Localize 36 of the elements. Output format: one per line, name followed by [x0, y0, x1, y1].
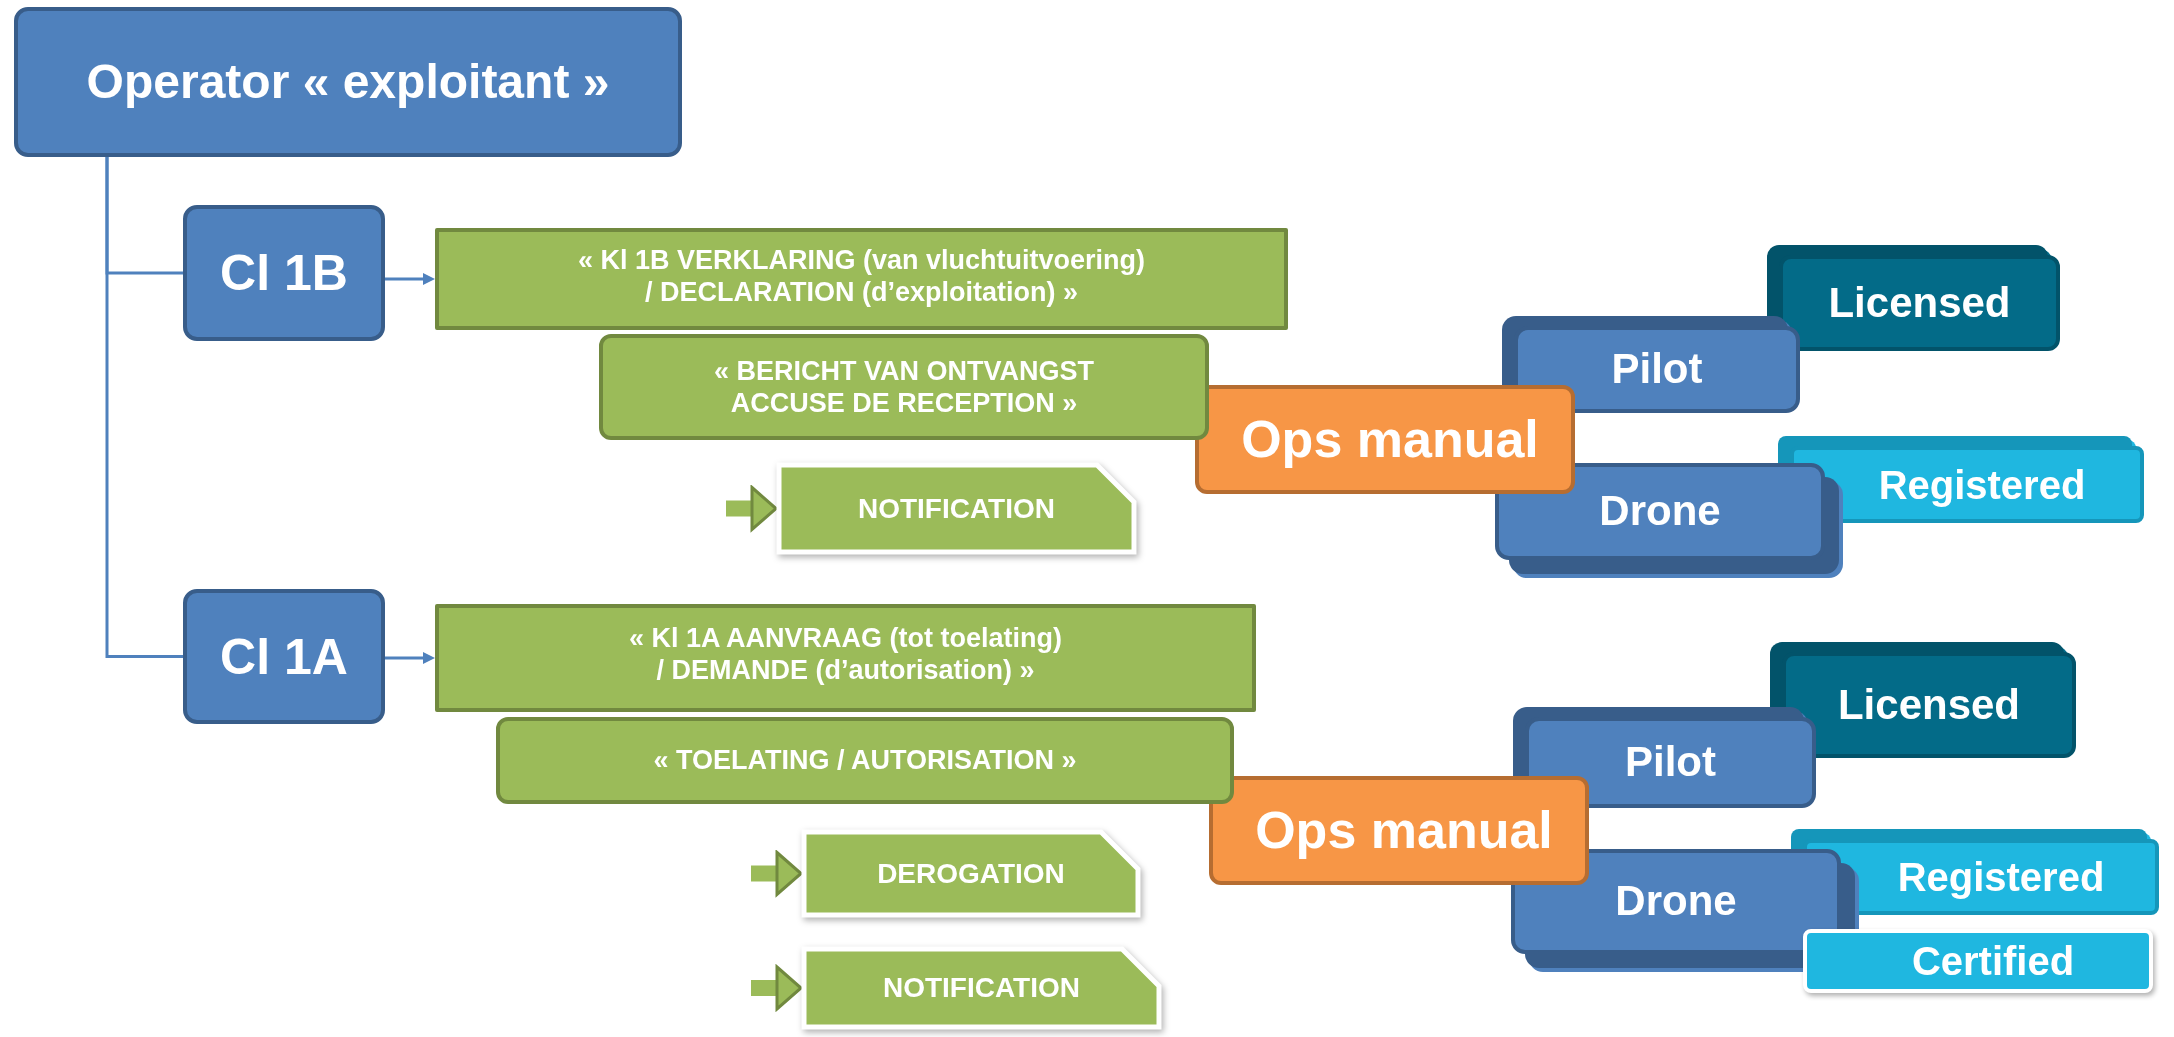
document-box — [435, 604, 1256, 712]
box-label: Drone — [1599, 486, 1721, 537]
box-label: Ops manual — [1255, 800, 1553, 862]
box-label: « Kl 1A AANVRAAG (tot toelating) / DEMANDE (d’autorisation) » — [628, 622, 1063, 687]
document-box — [435, 228, 1288, 330]
arrow — [385, 273, 435, 285]
manual-box — [1195, 385, 1575, 494]
box-label: Operator « exploitant » — [86, 54, 610, 111]
box-label: Pilot — [1625, 737, 1716, 788]
block-arrow — [751, 965, 803, 1011]
block-arrow — [751, 851, 803, 896]
box-label: « Kl 1B VERKLARING (van vluchtuitvoering) / DECLARATION (d’exploitation) » — [576, 244, 1147, 309]
box-label: NOTIFICATION — [858, 491, 1055, 526]
box-label: « TOELATING / AUTORISATION » — [653, 744, 1077, 777]
process-box — [183, 589, 385, 724]
box-label: Licensed — [1828, 277, 2011, 328]
box-label: Ops manual — [1241, 409, 1539, 471]
document-box — [599, 334, 1209, 440]
box-label: DEROGATION — [877, 856, 1065, 891]
box-label: Cl 1A — [220, 627, 348, 687]
box-label: Registered — [1878, 461, 2086, 509]
document-box — [496, 717, 1234, 804]
block-arrow — [726, 486, 778, 531]
process-box — [183, 205, 385, 341]
box-label: Pilot — [1611, 344, 1703, 395]
box-label: « BERICHT VAN ONTVANGST ACCUSE DE RECEPTION » — [713, 354, 1095, 420]
box-label: NOTIFICATION — [883, 971, 1080, 1005]
arrow — [385, 652, 435, 664]
box-label: Registered — [1897, 854, 2105, 901]
process-box — [14, 7, 682, 157]
manual-box — [1209, 776, 1589, 885]
box-label: Drone — [1615, 876, 1737, 927]
connector-line — [105, 157, 183, 658]
box-label: Licensed — [1837, 679, 2021, 730]
box-label: Cl 1B — [220, 244, 348, 303]
box-label: Certified — [1911, 938, 2075, 985]
